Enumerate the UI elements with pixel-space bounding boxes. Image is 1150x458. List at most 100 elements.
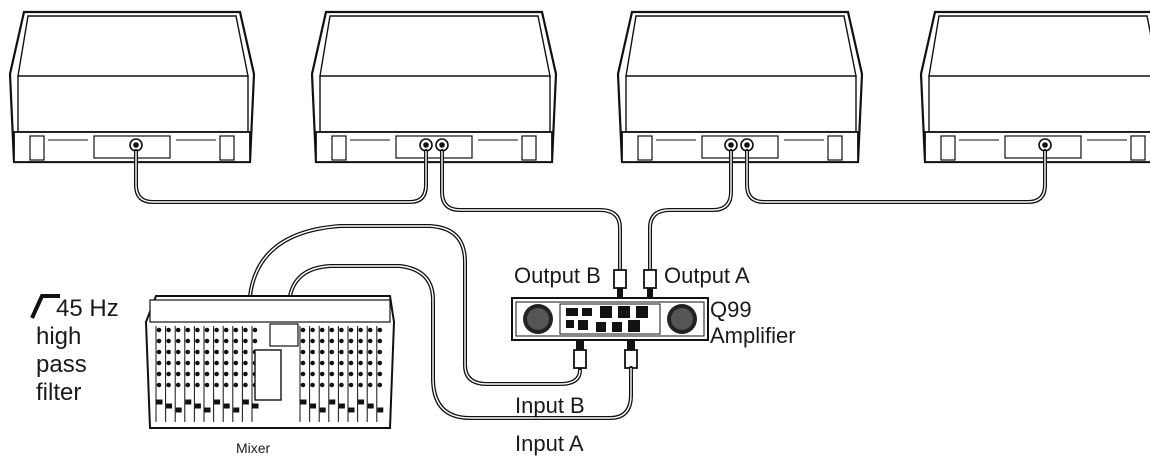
hpf-frequency-line: 45 Hz [30,295,119,323]
mixer-knob [233,360,239,366]
mixer-knob [339,360,344,366]
high-pass-slope-icon [30,294,60,319]
mixer-knob [358,360,363,366]
mixer-knob [166,338,171,344]
mixer-knob [185,360,191,366]
mixer-knob [214,349,219,355]
mixer-knob [223,327,229,333]
mixer-knob [377,338,383,344]
mixer-knob [367,327,373,333]
mixer-knob [339,327,344,333]
mixer-knob [243,382,248,388]
mixer-knob [367,360,373,366]
mixer-knob [348,338,354,344]
mixer-knob [214,327,219,333]
mixer-knob [329,327,335,333]
mixer-knob [156,371,162,377]
mixer-knob [339,349,344,355]
mixer-knob [233,349,239,355]
input-a-label: Input A [515,431,584,456]
mixer-knob [348,327,354,333]
mixer-knob [339,382,344,388]
mixer-console [144,295,396,429]
mixer-knob [175,360,181,366]
mixer-knob [223,338,229,344]
mixer-knob [319,349,325,355]
input-plugs [573,340,638,369]
mixer-fader-cap [156,399,163,405]
amplifier-model-label: Q99 [710,297,752,322]
mixer-knob [367,382,373,388]
hpf-unit: Hz [89,295,119,322]
mixer-knob [156,338,162,344]
mixer-knob [367,338,373,344]
mixer-knob [223,371,229,377]
mixer-fader-cap [348,407,355,413]
mixer-fader-cap [377,407,384,413]
mixer-knob [300,360,306,366]
mixer-knob [329,338,335,344]
mixer-knob [377,327,383,333]
mixer-fader-cap [329,399,336,405]
mixer-knob [243,371,248,377]
mixer-knob [185,371,191,377]
mixer-knob [252,327,258,333]
mixer-fader-cap [242,399,249,405]
mixer-knob [310,349,315,355]
mixer-fader-cap [233,407,240,413]
mixer-knob [243,327,248,333]
amplifier-label: Amplifier [710,323,796,348]
mixer-knob [339,371,344,377]
speaker-jacks [129,138,1052,152]
mixer-knob [300,327,306,333]
mixer-knob [367,349,373,355]
mixer-knob [252,338,258,344]
mixer-knob [310,338,315,344]
mixer-knob [233,327,239,333]
mixer-knob [195,382,200,388]
mixer-knob [185,382,191,388]
mixer-knob [319,360,325,366]
mixer-knob [175,338,181,344]
mixer-knob [166,382,171,388]
mixer-knob [348,360,354,366]
mixer-fader-cap [310,403,317,409]
mixer-knob [214,382,219,388]
mixer-knob [166,349,171,355]
mixer-knob [214,338,219,344]
mixer-knob [319,338,325,344]
mixer-knob [204,327,210,333]
mixer-knob [377,371,383,377]
mixer-knob [233,338,239,344]
mixer-fader-cap [358,399,365,405]
mixer-knob [175,349,181,355]
mixer-knob [185,338,191,344]
mixer-knob [204,338,210,344]
high-pass-filter-note: 45 Hz high pass filter [30,295,119,407]
mixer-fader-cap [194,403,201,409]
mixer-knob [195,371,200,377]
mixer-knob [329,371,335,377]
mixer-knob [358,327,363,333]
mixer-knob [204,349,210,355]
mixer-knob [377,349,383,355]
mixer-knob [156,360,162,366]
mixer-fader-cap [367,403,374,409]
mixer-knob [223,360,229,366]
mixer-knob [319,382,325,388]
mixer-knob [300,338,306,344]
mixer-knob [310,382,315,388]
speaker-cable-highlights [135,151,1046,270]
mixer-knob [339,338,344,344]
mixer-knob [367,371,373,377]
mixer-knob [156,382,162,388]
mixer-knob [204,371,210,377]
mixer-knob [233,382,239,388]
mixer-knob [358,338,363,344]
mixer-knob [223,349,229,355]
mixer-knob [185,349,191,355]
mixer-fader-cap [300,399,307,405]
mixer-knob [329,382,335,388]
mixer-knob [204,382,210,388]
